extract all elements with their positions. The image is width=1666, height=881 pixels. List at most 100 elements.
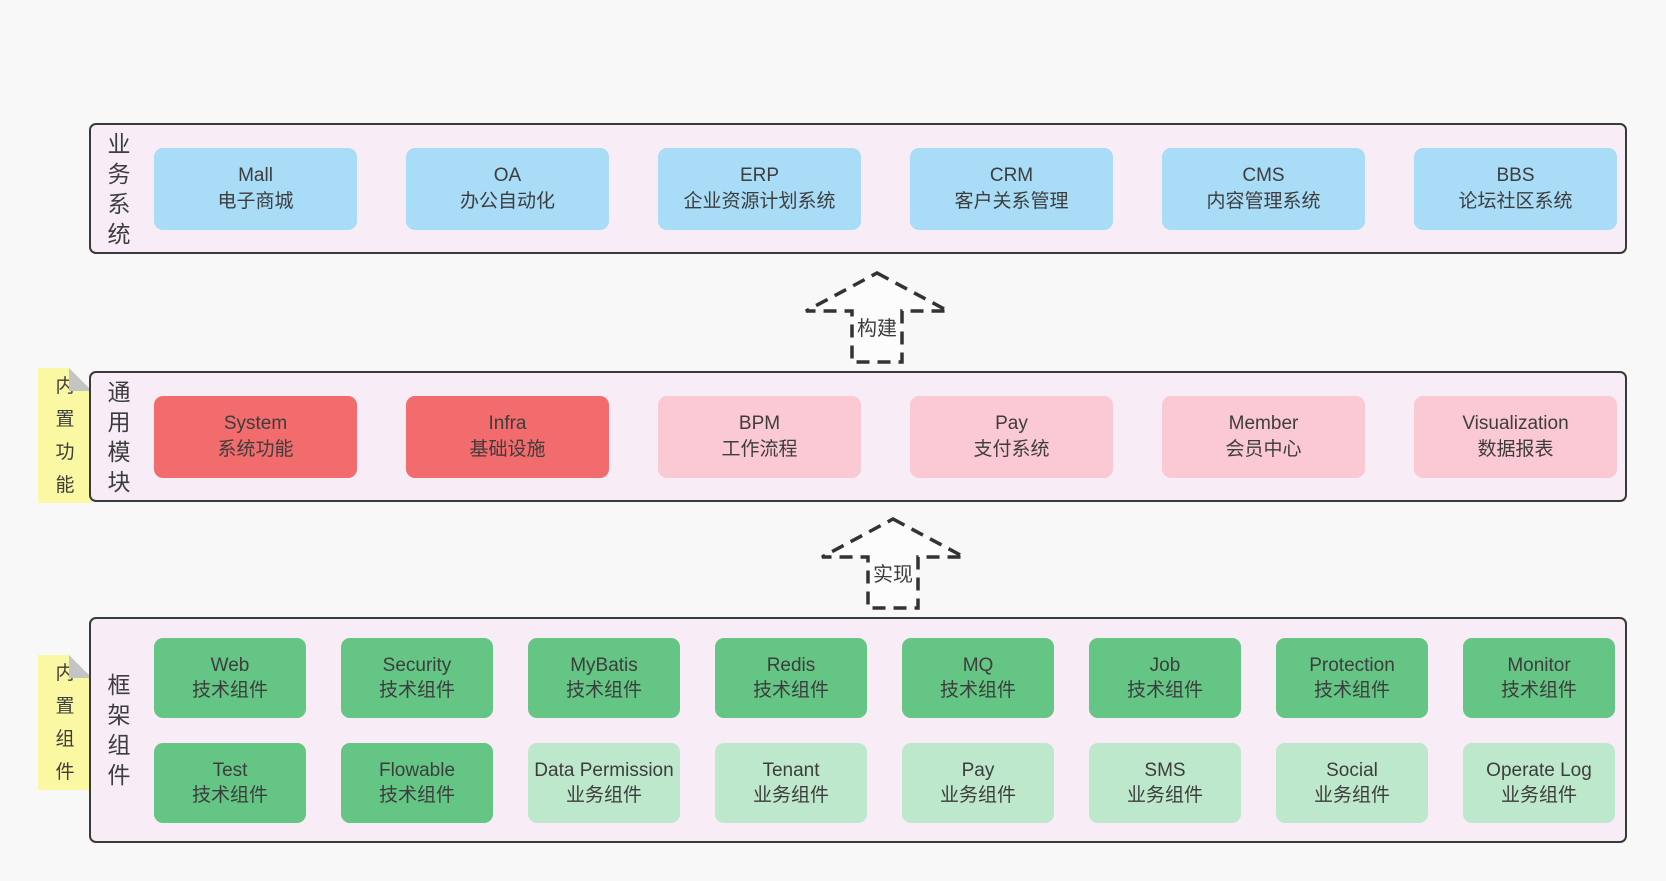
box-subtitle: 业务组件	[1313, 784, 1390, 806]
box-pay: Pay 支付系统	[910, 395, 1113, 478]
box-subtitle: 技术组件	[752, 679, 829, 701]
box-subtitle: 技术组件	[378, 679, 455, 701]
box-subtitle: 技术组件	[1500, 679, 1577, 701]
layer-business-systems: 业务系统 Mall 电子商城 OA 办公自动化 ERP 企业资源计划系统 CRM…	[89, 123, 1627, 254]
box-title: Security	[382, 654, 452, 676]
box-title: Operate Log	[1486, 759, 1592, 781]
box-title: Redis	[766, 654, 816, 676]
box-subtitle: 技术组件	[191, 784, 268, 806]
box-title: BPM	[738, 412, 781, 434]
box-title: Social	[1326, 759, 1378, 781]
box-job: Job 技术组件	[1089, 637, 1241, 718]
box-infra: Infra 基础设施	[406, 395, 609, 478]
box-title: MQ	[962, 654, 994, 676]
box-subtitle: 技术组件	[1126, 679, 1203, 701]
box-subtitle: 技术组件	[1313, 679, 1390, 701]
sticky-tag-built-in-features: 内置功能	[38, 368, 92, 503]
box-mall: Mall 电子商城	[154, 147, 357, 230]
box-subtitle: 业务组件	[565, 784, 642, 806]
box-subtitle: 业务组件	[939, 784, 1016, 806]
box-crm: CRM 客户关系管理	[910, 147, 1113, 230]
box-title: BBS	[1496, 164, 1535, 186]
box-subtitle: 技术组件	[191, 679, 268, 701]
box-member: Member 会员中心	[1162, 395, 1365, 478]
box-pay-component: Pay 业务组件	[902, 742, 1054, 823]
box-flowable: Flowable 技术组件	[341, 742, 493, 823]
layer-label-framework: 框架组件	[107, 672, 131, 788]
box-subtitle: 客户关系管理	[954, 190, 1069, 212]
arrow-label-build: 构建	[854, 312, 900, 341]
box-title: CMS	[1242, 164, 1285, 186]
framework-row-1: Web 技术组件 Security 技术组件 MyBatis 技术组件 Redi…	[154, 637, 1615, 718]
box-title: Job	[1149, 654, 1181, 676]
box-web: Web 技术组件	[154, 637, 306, 718]
box-operate-log: Operate Log 业务组件	[1463, 742, 1615, 823]
box-subtitle: 数据报表	[1477, 438, 1554, 460]
box-title: Pay	[995, 412, 1028, 434]
box-subtitle: 系统功能	[217, 438, 294, 460]
box-erp: ERP 企业资源计划系统	[658, 147, 861, 230]
box-data-permission: Data Permission 业务组件	[528, 742, 680, 823]
box-subtitle: 业务组件	[1500, 784, 1577, 806]
box-subtitle: 业务组件	[752, 784, 829, 806]
box-subtitle: 技术组件	[565, 679, 642, 701]
box-subtitle: 业务组件	[1126, 784, 1203, 806]
box-title: CRM	[989, 164, 1034, 186]
box-title: Visualization	[1462, 412, 1569, 434]
box-title: Mall	[238, 164, 273, 186]
folded-corner-icon	[69, 368, 92, 391]
box-title: System	[223, 412, 288, 434]
box-sms: SMS 业务组件	[1089, 742, 1241, 823]
box-title: Member	[1228, 412, 1299, 434]
box-subtitle: 办公自动化	[459, 190, 555, 212]
box-subtitle: 工作流程	[721, 438, 798, 460]
box-oa: OA 办公自动化	[406, 147, 609, 230]
box-subtitle: 内容管理系统	[1206, 190, 1321, 212]
box-title: Data Permission	[534, 759, 674, 781]
box-subtitle: 电子商城	[217, 190, 294, 212]
box-subtitle: 技术组件	[378, 784, 455, 806]
box-subtitle: 基础设施	[469, 438, 546, 460]
box-title: Test	[212, 759, 248, 781]
box-subtitle: 支付系统	[973, 438, 1050, 460]
box-title: Tenant	[762, 759, 820, 781]
up-arrow-build-icon: 构建	[802, 269, 952, 366]
layer-common-modules: 通用模块 System 系统功能 Infra 基础设施 BPM 工作流程 Pay…	[89, 371, 1627, 502]
box-subtitle: 论坛社区系统	[1458, 190, 1573, 212]
sticky-tag-label: 内置组件	[55, 662, 75, 783]
layer-framework-components: 框架组件 Web 技术组件 Security 技术组件 MyBatis 技术组件…	[89, 617, 1627, 843]
box-bbs: BBS 论坛社区系统	[1414, 147, 1617, 230]
box-title: Flowable	[378, 759, 456, 781]
box-mq: MQ 技术组件	[902, 637, 1054, 718]
layer-label-modules: 通用模块	[107, 378, 131, 495]
framework-row-2: Test 技术组件 Flowable 技术组件 Data Permission …	[154, 742, 1615, 823]
box-protection: Protection 技术组件	[1276, 637, 1428, 718]
box-subtitle: 企业资源计划系统	[683, 190, 836, 212]
up-arrow-implement-icon: 实现	[818, 515, 968, 612]
box-visualization: Visualization 数据报表	[1414, 395, 1617, 478]
arrow-label-implement: 实现	[870, 558, 916, 587]
box-title: Protection	[1309, 654, 1395, 676]
box-monitor: Monitor 技术组件	[1463, 637, 1615, 718]
box-bpm: BPM 工作流程	[658, 395, 861, 478]
box-title: Infra	[488, 412, 527, 434]
box-title: Web	[210, 654, 250, 676]
folded-corner-icon	[69, 655, 92, 678]
business-box-row: Mall 电子商城 OA 办公自动化 ERP 企业资源计划系统 CRM 客户关系…	[154, 147, 1617, 230]
box-cms: CMS 内容管理系统	[1162, 147, 1365, 230]
box-subtitle: 会员中心	[1225, 438, 1302, 460]
framework-rows: Web 技术组件 Security 技术组件 MyBatis 技术组件 Redi…	[154, 637, 1615, 823]
box-social: Social 业务组件	[1276, 742, 1428, 823]
modules-box-row: System 系统功能 Infra 基础设施 BPM 工作流程 Pay 支付系统…	[154, 395, 1617, 478]
sticky-tag-built-in-components: 内置组件	[38, 655, 92, 790]
box-security: Security 技术组件	[341, 637, 493, 718]
box-title: Pay	[961, 759, 995, 781]
box-title: MyBatis	[570, 654, 638, 676]
box-title: Monitor	[1507, 654, 1571, 676]
box-subtitle: 技术组件	[939, 679, 1016, 701]
box-tenant: Tenant 业务组件	[715, 742, 867, 823]
box-mybatis: MyBatis 技术组件	[528, 637, 680, 718]
box-redis: Redis 技术组件	[715, 637, 867, 718]
layer-label-business: 业务系统	[107, 130, 131, 247]
